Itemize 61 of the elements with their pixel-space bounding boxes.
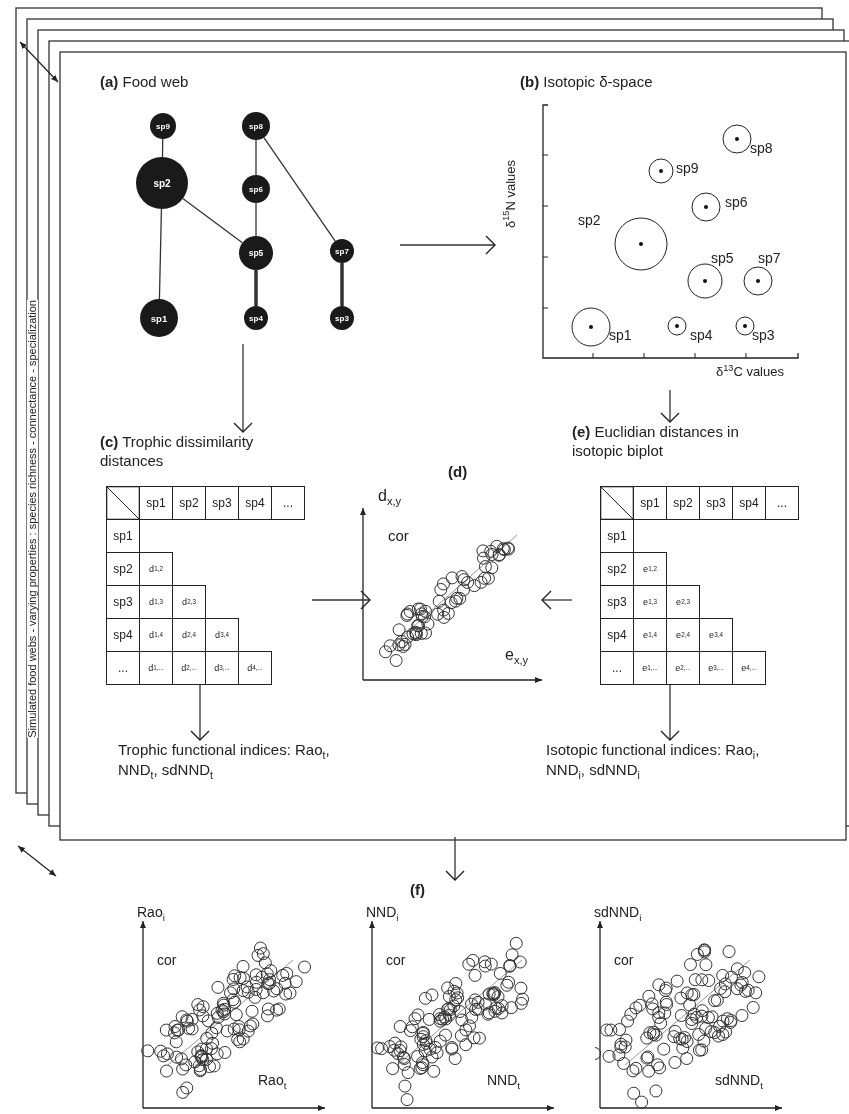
arrow [660,683,680,741]
correlation-label: cor [386,952,406,968]
arrow [660,389,680,423]
arrow [399,235,496,255]
arrow [311,590,371,610]
food-web-link [158,208,163,300]
arrow [233,343,253,433]
arrow [541,590,573,610]
panel-title: (e) Euclidian distances in isotopic biplot [572,422,740,460]
point-label: sp4 [690,327,713,343]
axis-label: Rao$_{i}$ [137,904,165,920]
axis-label: d$_{x,y}$ [378,487,402,505]
result-text: Isotopic functional indices: Rao$_{i}$, NND$_{i}$, sdNND$_{i}$ [546,740,764,786]
panel-title: (c) Trophic dissimilarity distances [100,432,255,470]
food-web-link [340,263,344,306]
result-text: Trophic functional indices: Rao$_{t}$, NND$_{t}$, sdNND$_{t}$ [118,740,330,786]
table-cell: sp3 [699,486,733,520]
table-cell: sp3 [205,486,239,520]
point-label: sp7 [758,250,781,266]
food-web-link [255,139,257,176]
table-cell: ... [765,486,799,520]
axis-label: NND$_{t}$ [487,1072,521,1088]
point-label: sp9 [676,160,699,176]
panel-title: (d) [448,462,468,481]
table-cell: ... [600,651,634,685]
axis-label: e$_{x,y}$ [505,646,529,664]
point-label: sp6 [725,194,748,210]
correlation-label: cor [614,952,634,968]
table-cell: sp1 [600,519,634,553]
axis-label: NND$_{i}$ [366,904,399,920]
axis-label: δ$^{13}$C values [716,364,784,379]
point-label: sp3 [752,327,775,343]
table-cell: sp4 [732,486,766,520]
food-web-link [254,270,258,306]
panel-title: (f) [410,880,425,899]
point-label: sp2 [578,212,601,228]
table-cell: sp1 [106,519,140,553]
correlation-label: cor [388,527,409,544]
food-web-link [182,197,243,244]
food-web-link [161,138,164,158]
axis-label: Rao$_{t}$ [258,1072,287,1088]
panel-title: (b) Isotopic δ-space [520,72,653,91]
panel-title: (a) Food web [100,72,189,91]
correlation-label: cor [157,952,177,968]
axis-label: sdNND$_{i}$ [594,904,642,920]
food-web-link [263,136,336,242]
arrow [190,683,210,741]
point-label: sp5 [711,250,734,266]
table-cell: sp2 [666,486,700,520]
point-label: sp1 [609,327,632,343]
food-web-link [255,202,257,237]
table-cell: sp1 [139,486,173,520]
table-cell: sp2 [172,486,206,520]
table-cell: ... [271,486,305,520]
side-label: Simulated food webs - varying properties : species richness - connectance - specialization [27,300,38,738]
table-cell: sp1 [633,486,667,520]
axis-label: sdNND$_{t}$ [715,1072,763,1088]
point-label: sp8 [750,140,773,156]
arrow [445,836,465,881]
table-cell: ... [106,651,140,685]
table-cell: sp4 [238,486,272,520]
